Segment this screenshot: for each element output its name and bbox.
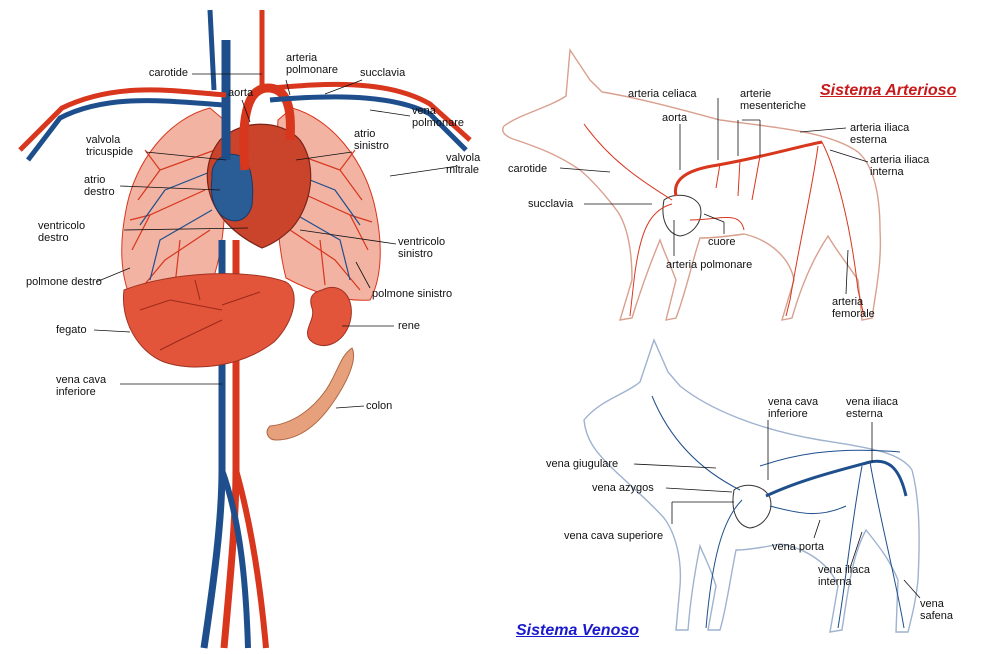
label-valvola-mitrale: valvola mitrale bbox=[446, 152, 481, 176]
venous-cava bbox=[765, 459, 908, 498]
label-ventricolo-sinistro: ventricolo sinistro bbox=[398, 236, 446, 260]
vena-cava-inferior bbox=[200, 240, 226, 649]
colon bbox=[266, 347, 355, 441]
label-arteria-iliaca-esterna: arteria iliaca esterna bbox=[850, 122, 910, 146]
venous-heart bbox=[732, 484, 772, 529]
label-arteria-polmonare: arteria polmonare bbox=[286, 52, 338, 76]
venous-dog bbox=[583, 338, 920, 633]
lung-veins bbox=[139, 169, 361, 281]
arterial-dog bbox=[502, 47, 882, 321]
aorta-arch bbox=[239, 83, 295, 171]
label-vena-azygos: vena azygos bbox=[592, 482, 654, 494]
venous-dog-outline bbox=[583, 338, 920, 633]
label-vena-cava-inferiore: vena cava inferiore bbox=[56, 374, 107, 398]
human-circulation bbox=[18, 9, 472, 649]
label-vena-cava-superiore: vena cava superiore bbox=[564, 530, 664, 542]
label-aorta-arterial: aorta bbox=[662, 112, 688, 124]
label-vena-porta: vena porta bbox=[772, 541, 824, 553]
label-ventricolo-destro: ventricolo destro bbox=[38, 220, 86, 244]
liver-vessels bbox=[139, 279, 261, 351]
venous-system-title: Sistema Venoso bbox=[516, 622, 640, 639]
label-arteria-iliaca-interna: arteria iliaca interna bbox=[870, 154, 930, 178]
jugular bbox=[207, 9, 217, 91]
label-atrio-sinistro: atrio sinistro bbox=[354, 128, 389, 152]
arterial-leader-lines bbox=[559, 98, 869, 295]
arterial-dog-outline bbox=[502, 47, 882, 321]
label-arteria-celiaca: arteria celiaca bbox=[628, 88, 697, 100]
subclavian-vein-right bbox=[26, 98, 225, 162]
label-rene: rene bbox=[398, 320, 421, 332]
venous-leader-lines bbox=[633, 420, 921, 599]
arterial-system-title: Sistema Arterioso bbox=[820, 82, 957, 99]
label-vena-giugulare: vena giugulare bbox=[546, 458, 619, 470]
arterial-branches bbox=[583, 123, 865, 317]
subclavian-left bbox=[271, 81, 472, 142]
liver bbox=[122, 273, 295, 368]
label-polmone-destro: polmone destro bbox=[26, 276, 102, 288]
label-cuore: cuore bbox=[708, 236, 736, 248]
venous-branches bbox=[651, 395, 905, 629]
label-aorta: aorta bbox=[228, 87, 254, 99]
label-carotide: carotide bbox=[148, 67, 188, 79]
label-vena-safena: vena safena bbox=[920, 598, 954, 622]
human-leader-lines bbox=[93, 73, 459, 409]
iliac-vein-left bbox=[219, 468, 251, 649]
subclavian-vein-left bbox=[269, 94, 468, 152]
label-carotide-arterial: carotide bbox=[508, 163, 548, 175]
label-polmone-sinistro: polmone sinistro bbox=[372, 288, 453, 300]
label-vena-iliaca-interna: vena iliaca interna bbox=[818, 564, 870, 588]
label-atrio-destro: atrio destro bbox=[84, 174, 115, 198]
arterial-aorta bbox=[674, 140, 823, 197]
label-colon: colon bbox=[366, 400, 393, 412]
label-vena-cava-inferiore-venous: vena cava inferiore bbox=[768, 396, 819, 420]
label-arterie-mesenteriche: arterie mesenteriche bbox=[740, 88, 807, 112]
label-vena-polmonare: vena polmonare bbox=[412, 105, 464, 129]
label-succlavia: succlavia bbox=[360, 67, 406, 79]
label-arteria-polmonare-arterial: arteria polmonare bbox=[666, 259, 753, 271]
kidney bbox=[307, 286, 352, 346]
label-arteria-femorale: arteria femorale bbox=[832, 296, 875, 320]
label-vena-iliaca-esterna: vena iliaca esterna bbox=[846, 396, 898, 420]
subclavian-right bbox=[18, 87, 227, 152]
label-valvola-tricuspide: valvola tricuspide bbox=[86, 134, 134, 158]
label-succlavia-arterial: succlavia bbox=[528, 198, 574, 210]
label-fegato: fegato bbox=[56, 324, 87, 336]
arterial-heart bbox=[662, 194, 702, 237]
iliac-artery-left bbox=[233, 469, 269, 649]
